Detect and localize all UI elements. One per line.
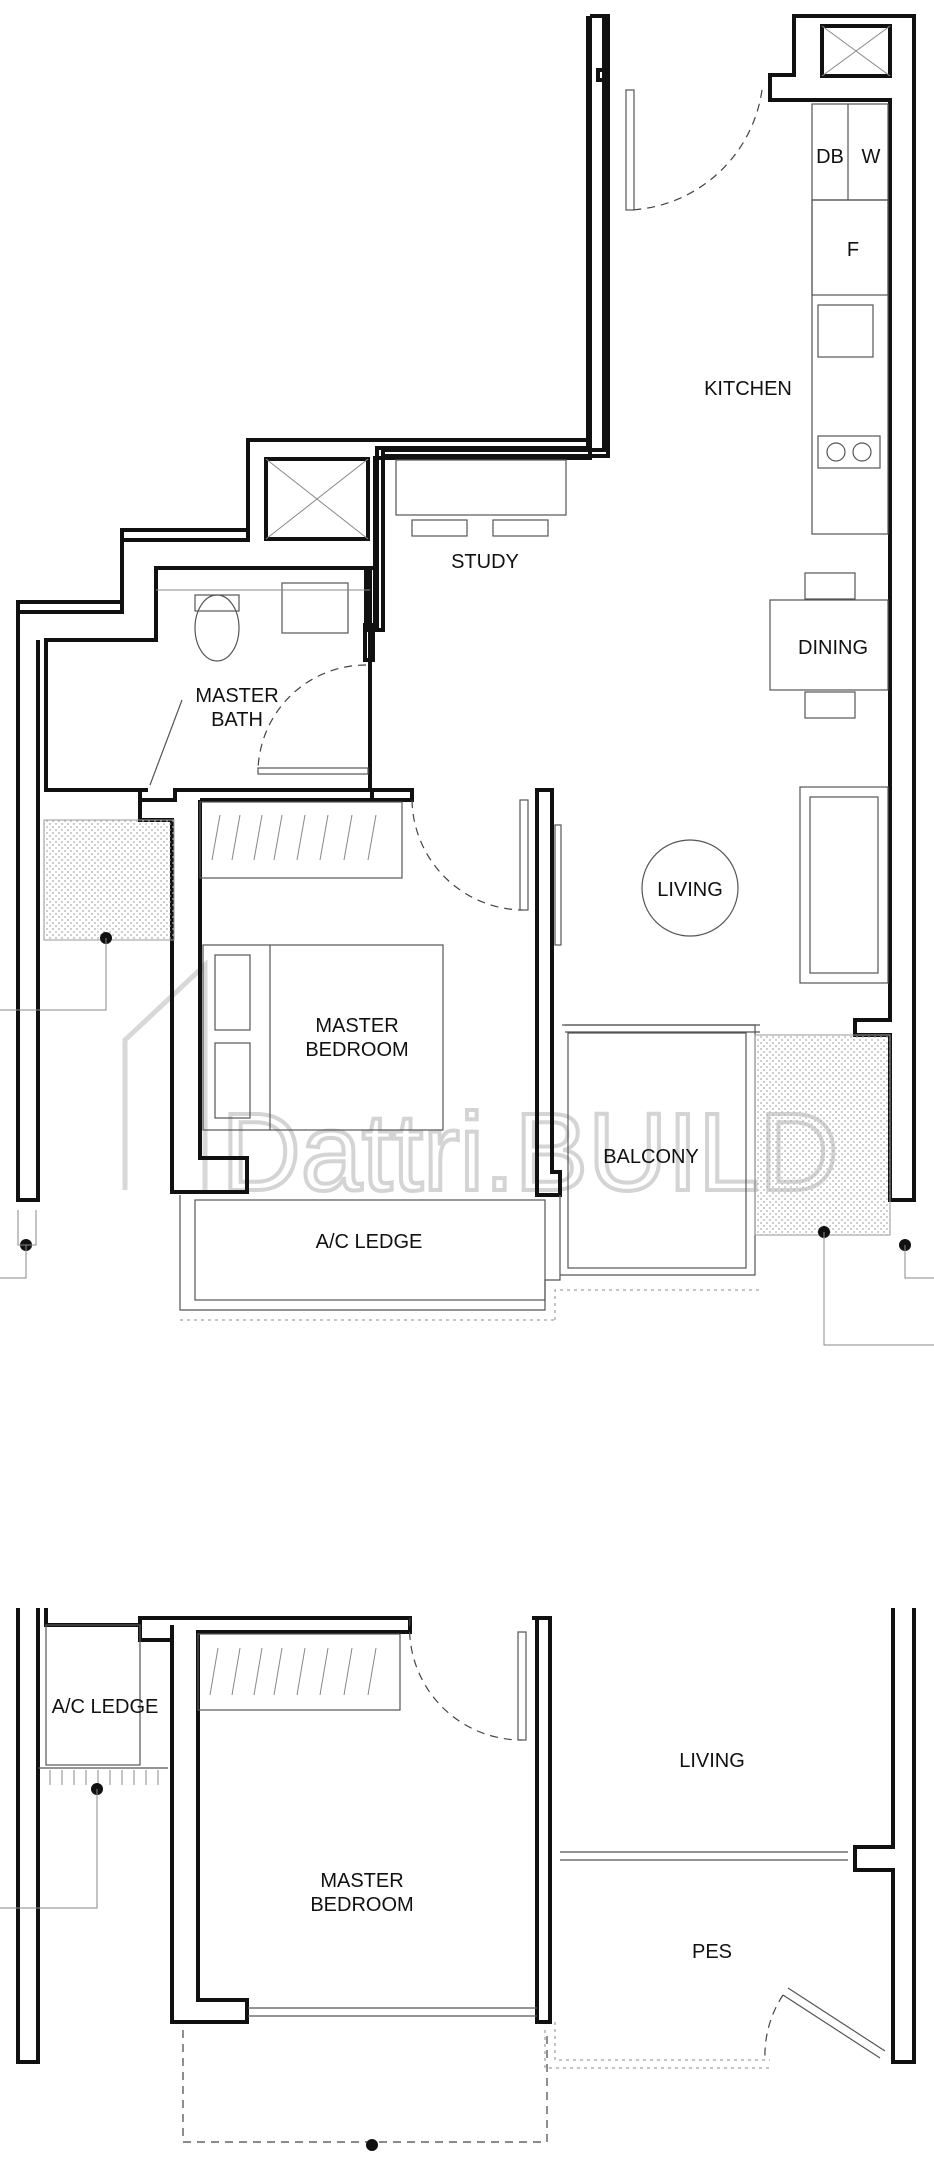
hob-burner-2 xyxy=(852,442,872,462)
upper-stepped-wall xyxy=(16,16,610,1202)
upper-left-lower-wall xyxy=(16,612,40,1202)
balcony-inner xyxy=(567,1032,747,1269)
bedroom-door-swing xyxy=(411,799,523,911)
lower-pes-sliding-door xyxy=(560,1851,848,1861)
ac-ledge-inner xyxy=(194,1199,546,1301)
ac-ledge-railing xyxy=(180,1289,760,1321)
study-chair-2 xyxy=(492,519,549,537)
marker-right-line xyxy=(823,1232,934,1346)
bed xyxy=(202,944,444,1131)
upper-right-wall xyxy=(768,14,916,1202)
living-rug xyxy=(641,839,739,937)
label-db: DB xyxy=(816,146,844,168)
label-study: STUDY xyxy=(451,551,519,573)
duct-shaft-top xyxy=(820,24,892,78)
lower-label-ac-ledge: A/C LEDGE xyxy=(52,1696,159,1718)
lower-bedroom-door-swing xyxy=(408,1617,523,1741)
hob-burner-1 xyxy=(826,442,846,462)
bedroom-door-leaf xyxy=(519,799,529,911)
toilet-tank xyxy=(194,594,240,612)
lower-label-living: LIVING xyxy=(679,1750,745,1772)
lower-left-wall xyxy=(16,1608,40,2064)
label-master-bedroom-1: MASTER xyxy=(315,1015,398,1037)
label-kitchen: KITCHEN xyxy=(704,378,792,400)
entry-door-leaf xyxy=(625,89,635,211)
lower-floor-plan: A/C LEDGE LIVING MASTER BEDROOM PES xyxy=(0,1608,916,2151)
lower-marker-left-line xyxy=(0,1789,98,1909)
pes-gate-leaf xyxy=(782,1987,886,2059)
duct-shaft-mid xyxy=(264,457,370,541)
label-dining: DINING xyxy=(798,637,868,659)
upper-floor-plan: KITCHEN DB W F STUDY DINING MASTER BATH … xyxy=(0,14,934,1346)
marker-left-bottom-line xyxy=(0,1210,37,1279)
fridge xyxy=(811,199,889,296)
lower-ac-ledge-box xyxy=(45,1624,141,1766)
lower-wardrobe xyxy=(197,1633,401,1711)
pes-boundary xyxy=(544,2022,770,2069)
pillow-1 xyxy=(214,954,251,1031)
watermark-text: Dattri.BUILD xyxy=(221,1091,838,1214)
label-living: LIVING xyxy=(657,879,723,901)
duct-shaft-mid-cross xyxy=(265,458,369,540)
kitchen-counter xyxy=(811,103,889,535)
dining-table xyxy=(769,599,889,691)
sofa xyxy=(799,786,889,984)
marker-right-edge-line xyxy=(904,1245,934,1279)
study-desk xyxy=(395,459,567,516)
lower-wardrobe-hangers xyxy=(209,1647,377,1696)
hob xyxy=(817,435,881,469)
label-balcony: BALCONY xyxy=(603,1146,699,1168)
kitchen-sink xyxy=(817,304,874,358)
left-ac-ledge-hatch xyxy=(43,819,175,941)
wardrobe-hangers xyxy=(211,814,377,861)
lower-bedroom-window xyxy=(248,2007,537,2017)
wardrobe xyxy=(199,801,403,879)
sofa-seat xyxy=(809,796,879,974)
toilet xyxy=(194,594,240,662)
lower-ac-ledge-walls xyxy=(44,1608,412,2024)
lower-planter-outline xyxy=(182,2030,548,2143)
lower-ac-ledge-vents xyxy=(49,1770,159,1785)
upper-left-wall xyxy=(368,16,610,790)
dining-chair-bottom xyxy=(804,691,856,719)
lower-marker-bottom xyxy=(366,2139,378,2151)
study-chair-1 xyxy=(411,519,468,537)
entry-door-swing xyxy=(629,89,763,211)
bath-door-swing xyxy=(257,664,367,773)
balcony-sliding-door xyxy=(565,1024,760,1033)
label-w: W xyxy=(862,146,881,168)
label-ac-ledge: A/C LEDGE xyxy=(316,1231,423,1253)
bath-door-leaf-2 xyxy=(257,767,369,775)
lower-bedroom-door-leaf xyxy=(517,1631,527,1741)
lower-label-pes: PES xyxy=(692,1941,732,1963)
duct-shaft-top-cross xyxy=(821,25,891,77)
pes-gate-swing xyxy=(764,1994,784,2061)
marker-left-line xyxy=(0,938,107,1011)
bath-door-leaf xyxy=(149,699,183,786)
lower-bedroom-right-wall xyxy=(532,1616,552,2024)
label-master-bath-1: MASTER xyxy=(195,685,278,707)
lower-label-master-bedroom-1: MASTER xyxy=(320,1870,403,1892)
pillow-2 xyxy=(214,1042,251,1119)
lower-label-master-bedroom-2: BEDROOM xyxy=(310,1894,413,1916)
lower-living-right-wall xyxy=(853,1608,916,2064)
right-ledge-hatch xyxy=(754,1034,891,1236)
label-f: F xyxy=(847,239,859,261)
bath-basin xyxy=(281,582,349,634)
living-slider xyxy=(554,824,562,946)
watermark-logo: Dattri.BUILD xyxy=(122,959,841,1216)
dining-chair-top xyxy=(804,572,856,600)
label-master-bedroom-2: BEDROOM xyxy=(305,1039,408,1061)
label-master-bath-2: BATH xyxy=(211,709,263,731)
